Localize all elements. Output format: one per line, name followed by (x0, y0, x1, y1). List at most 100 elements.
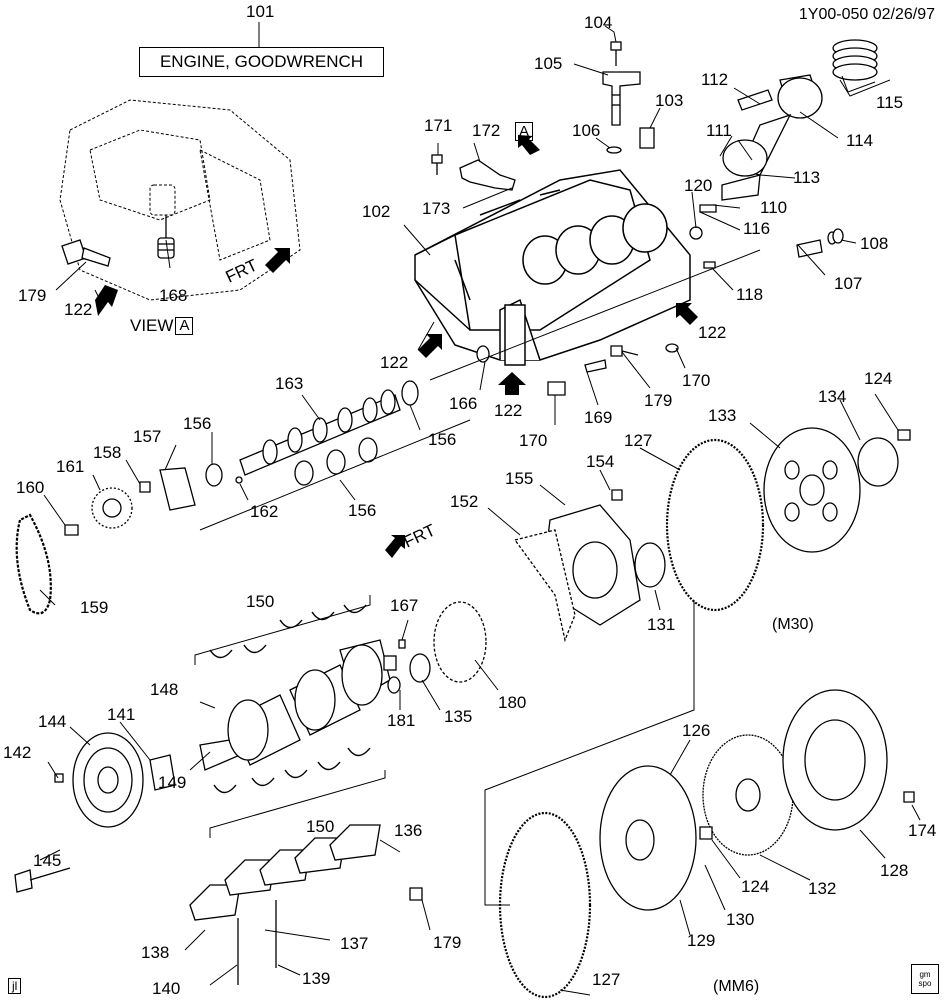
callout-157: 157 (133, 427, 161, 446)
callout-150-top: 150 (246, 592, 274, 611)
variant-manual: (MM6) (713, 978, 760, 995)
callout-132: 132 (808, 879, 836, 898)
callout-129: 129 (687, 931, 715, 950)
document-reference: 1Y00-050 02/26/97 (798, 6, 935, 23)
main-bearing-caps-137 (189, 824, 423, 985)
callout-139: 139 (302, 969, 330, 988)
oil-pressure-sensor-168 (157, 215, 175, 259)
callout-127-bottom: 127 (592, 970, 620, 989)
callout-101: 101 (246, 2, 274, 21)
callout-115: 115 (876, 93, 903, 112)
callout-138: 138 (141, 943, 169, 962)
arrow-122-right (676, 303, 698, 325)
view-label-text: VIEW (130, 316, 174, 335)
callout-136: 136 (394, 821, 422, 840)
callout-127-top: 127 (624, 431, 652, 450)
callout-141: 141 (107, 705, 135, 724)
callout-131: 131 (647, 615, 675, 634)
bearing-brackets (194, 79, 891, 838)
callout-135: 135 (444, 707, 472, 726)
timing-parts (15, 467, 243, 615)
callout-144: 144 (38, 712, 66, 731)
callout-158: 158 (93, 443, 121, 462)
gm-spo-logo: gm spo (911, 964, 939, 994)
callout-labels: 101 104 105 103 112 115 114 111 113 110 … (3, 2, 936, 998)
callout-167: 167 (390, 596, 418, 615)
callout-173: 173 (422, 199, 450, 218)
callout-156-right: 156 (428, 430, 456, 449)
view-a-label: VIEW A (130, 316, 194, 336)
arrow-frt-middle (385, 535, 405, 558)
callout-122-view: 122 (64, 300, 92, 319)
callout-169: 169 (584, 408, 612, 427)
callout-105: 105 (534, 54, 562, 73)
callout-110: 110 (760, 198, 787, 217)
callout-128: 128 (880, 861, 908, 880)
callout-150-bottom: 150 (306, 817, 334, 836)
callout-108: 108 (860, 234, 888, 253)
cam-bearings-156 (205, 380, 419, 487)
callout-159: 159 (80, 598, 108, 617)
callout-111: 111 (706, 121, 732, 140)
gm-spo-logo-text: gm spo (918, 970, 932, 988)
crankshaft-149 (199, 601, 487, 771)
callout-179-inset: 179 (18, 286, 46, 305)
callout-171: 171 (424, 116, 452, 135)
flexplate-133-assembly (665, 427, 911, 612)
callout-124-top: 124 (864, 369, 892, 388)
rear-cover-155 (513, 489, 666, 643)
callout-122-left: 122 (380, 353, 408, 372)
callout-104: 104 (584, 13, 612, 32)
callout-122-bottom: 122 (494, 401, 522, 420)
callout-142: 142 (3, 743, 31, 762)
callout-168: 168 (159, 286, 187, 305)
frt-label-middle: FRT (401, 521, 439, 552)
callout-116: 116 (743, 219, 770, 238)
arrow-a-letter: A (515, 122, 534, 141)
callout-174: 174 (908, 821, 936, 840)
frt-label-top: FRT (223, 256, 261, 287)
callout-103: 103 (655, 91, 683, 110)
camshaft-163 (239, 389, 401, 476)
callout-118: 118 (736, 285, 763, 304)
callout-161: 161 (56, 457, 84, 476)
callout-180: 180 (498, 693, 526, 712)
bolt-179-inset (61, 239, 111, 267)
callout-181: 181 (387, 711, 415, 730)
callout-120: 120 (684, 176, 712, 195)
callout-102: 102 (362, 202, 390, 221)
balancer-144 (14, 732, 176, 893)
callout-179-bottom: 179 (433, 933, 461, 952)
manual-flywheel-clutch (498, 689, 915, 999)
callout-166: 166 (449, 394, 477, 413)
arrow-a-top (518, 135, 540, 155)
callout-112: 112 (701, 70, 728, 89)
callout-172: 172 (472, 121, 500, 140)
view-a-inset-block (59, 99, 301, 301)
arrow-a-marker: A (515, 122, 534, 141)
callout-155: 155 (505, 469, 533, 488)
callout-137: 137 (340, 934, 368, 953)
illustrator-code: jl (8, 978, 22, 994)
callout-130: 130 (726, 910, 754, 929)
alignment-lines (199, 249, 761, 906)
view-letter-box: A (175, 317, 194, 335)
callout-170-right: 170 (682, 371, 710, 390)
arrow-122-bottom (498, 372, 526, 395)
callout-156-left: 156 (183, 414, 211, 433)
callout-145: 145 (33, 851, 61, 870)
piston-rod-assembly (699, 39, 878, 213)
callout-162: 162 (250, 502, 278, 521)
variant-automatic: (M30) (772, 616, 814, 633)
direction-arrows (95, 135, 698, 558)
callout-140: 140 (152, 979, 180, 998)
callout-156-bottom: 156 (348, 501, 376, 520)
callout-134: 134 (818, 387, 846, 406)
callout-107: 107 (834, 274, 862, 293)
callout-163: 163 (275, 374, 303, 393)
callout-152: 152 (450, 492, 478, 511)
arrow-122-view (95, 283, 118, 316)
callout-148: 148 (150, 680, 178, 699)
callout-160: 160 (16, 478, 44, 497)
